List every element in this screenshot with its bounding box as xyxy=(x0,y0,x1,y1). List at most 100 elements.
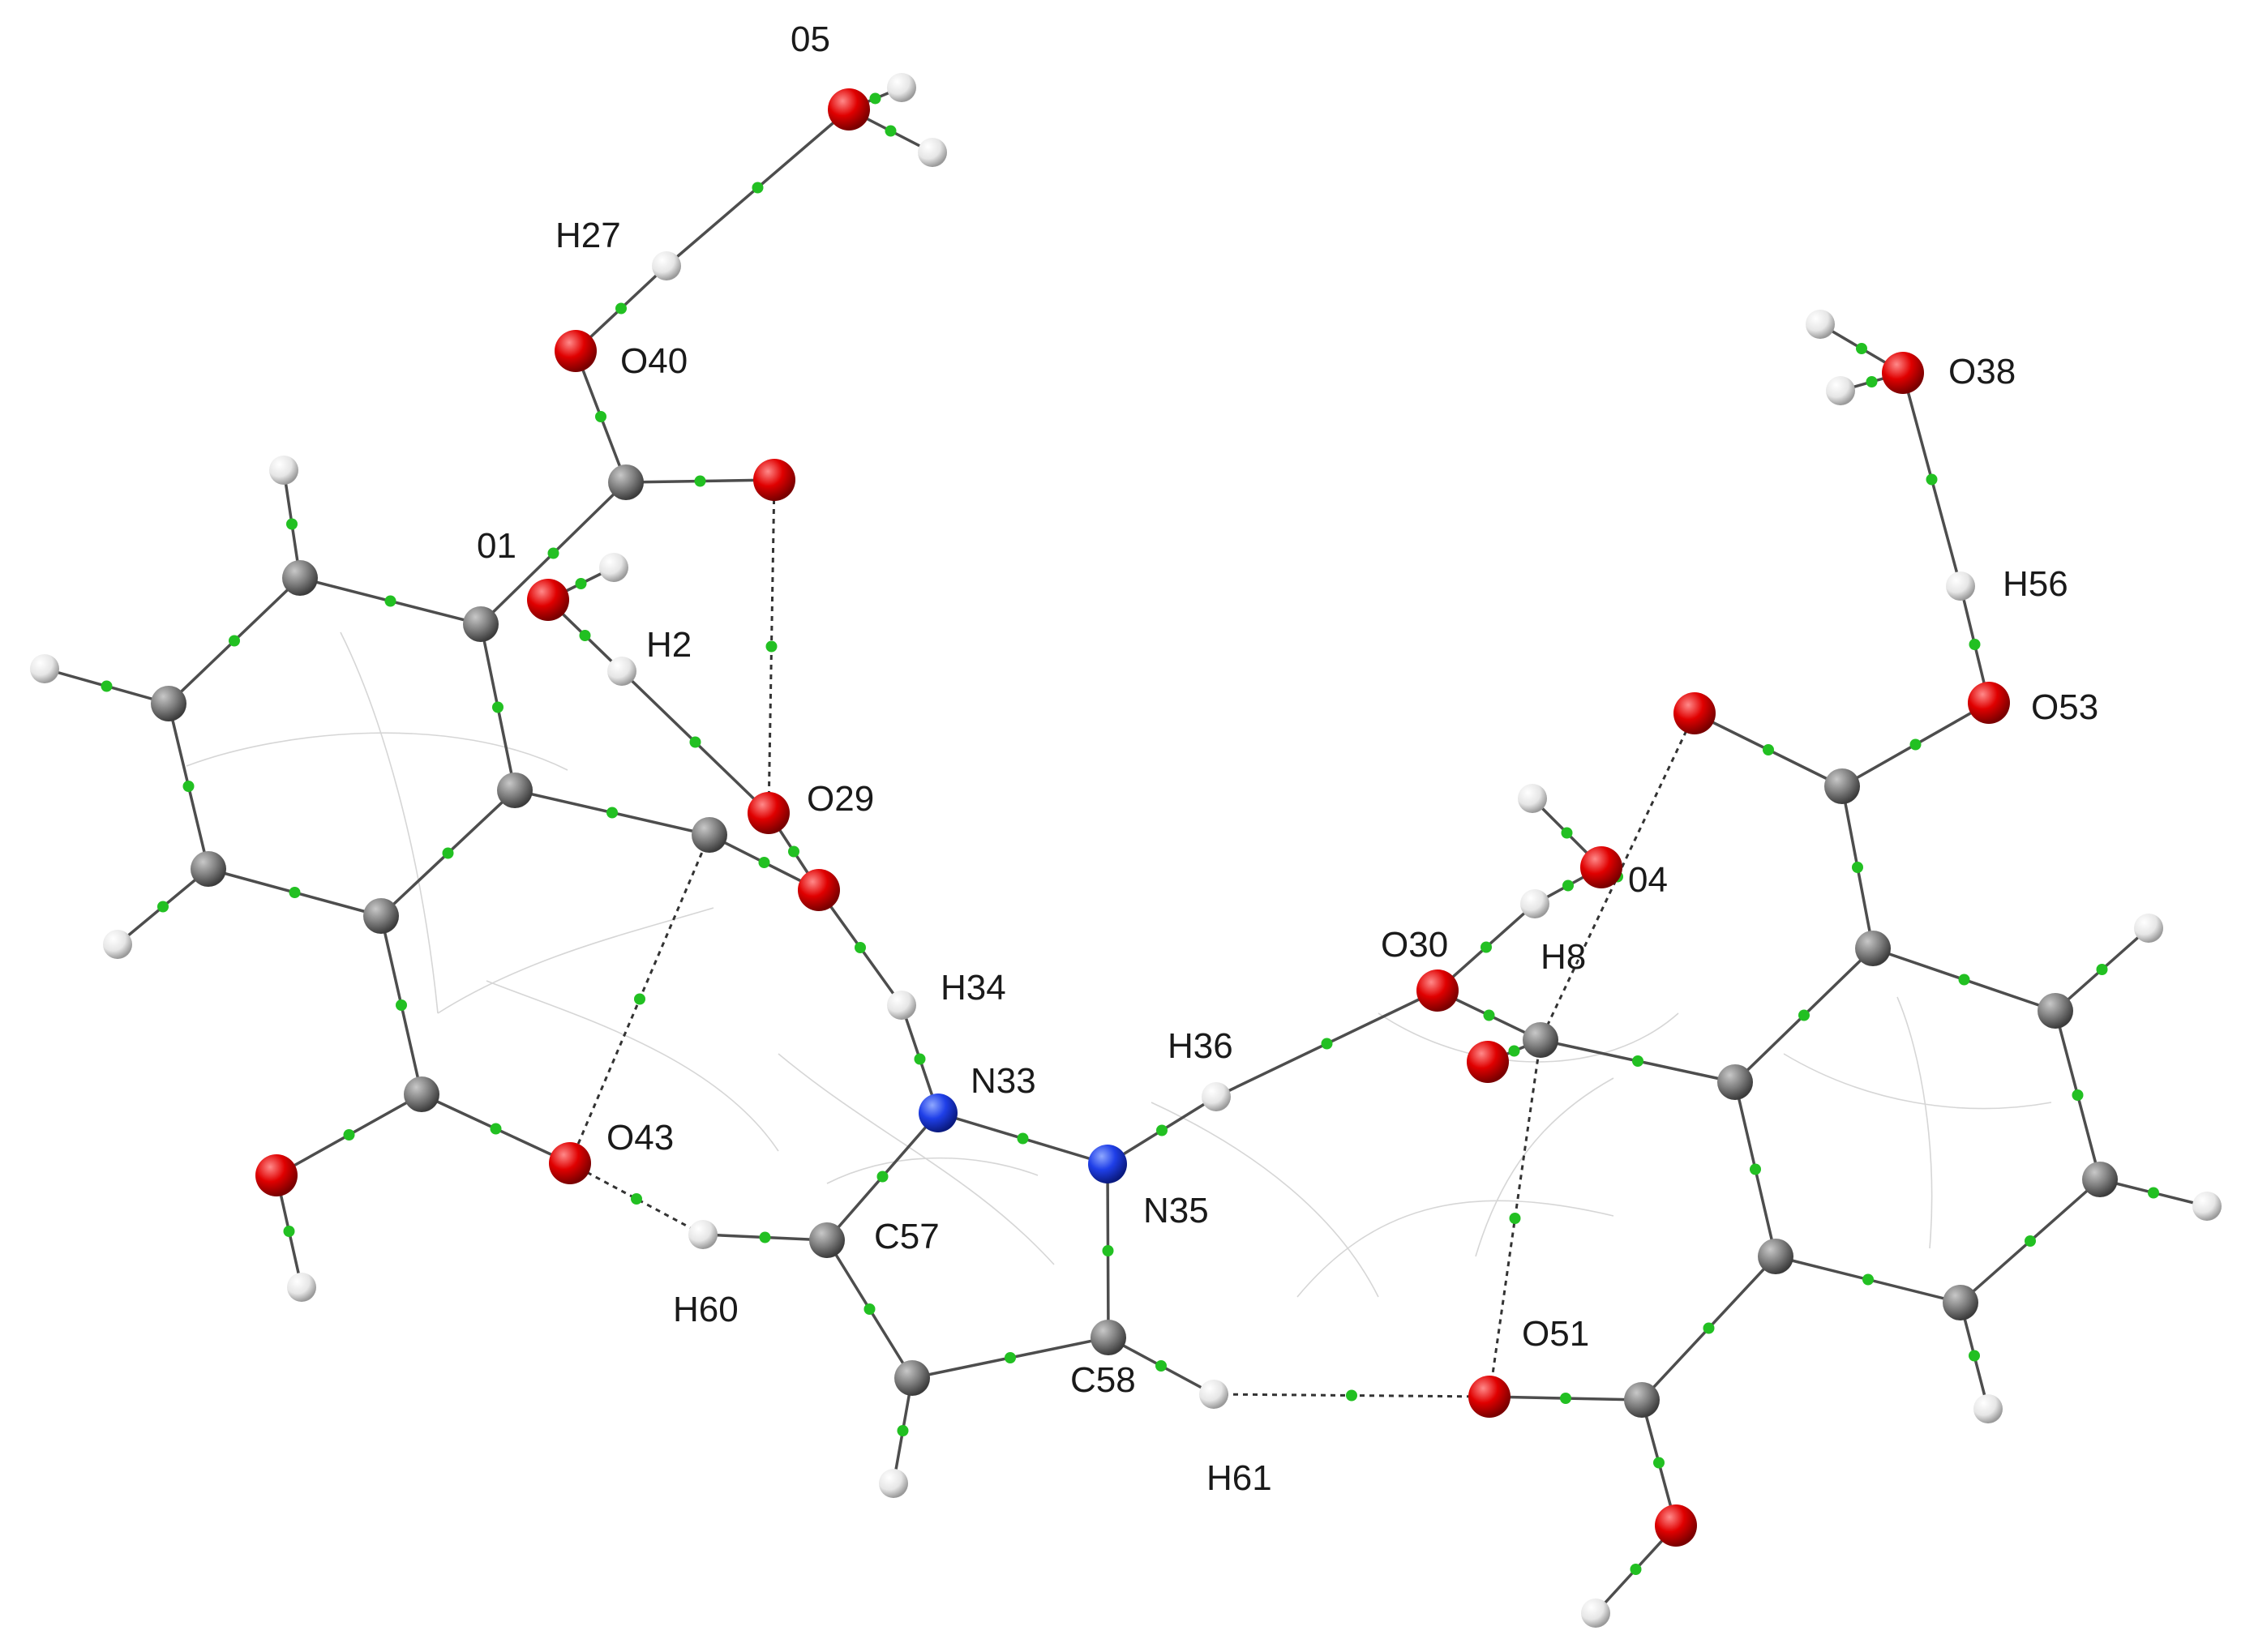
bond-path-line xyxy=(340,631,439,1014)
bond-critical-point xyxy=(283,1226,295,1237)
oxygen-atom xyxy=(753,459,795,501)
hydrogen-atom xyxy=(688,1220,718,1249)
bond-critical-point xyxy=(384,595,396,607)
carbon-atom xyxy=(404,1076,439,1112)
bond-critical-point xyxy=(914,1053,926,1065)
carbon-atom xyxy=(1943,1285,1978,1320)
label-h27: H27 xyxy=(555,216,621,255)
bond-critical-point xyxy=(1862,1273,1874,1286)
oxygen-atom xyxy=(828,88,870,131)
label-o38: O38 xyxy=(1948,352,2016,392)
label-o51: O51 xyxy=(1522,1314,1589,1354)
bond-critical-point xyxy=(286,518,298,530)
bond-critical-point xyxy=(492,701,504,713)
bond-critical-point xyxy=(575,578,587,589)
hydrogen-atom xyxy=(103,930,132,959)
carbon-atom xyxy=(1091,1320,1126,1355)
hydrogen-atom xyxy=(1520,889,1549,918)
hydrogen-atom xyxy=(607,657,636,686)
label-o4: 04 xyxy=(1628,860,1668,900)
oxygen-atom xyxy=(527,579,569,621)
oxygen-atom xyxy=(748,792,790,834)
label-o43: O43 xyxy=(606,1118,674,1158)
carbon-atom xyxy=(1717,1064,1753,1100)
carbon-atom xyxy=(497,773,533,808)
oxygen-atom xyxy=(1468,1376,1511,1418)
bond-critical-point xyxy=(689,736,701,748)
carbon-atom xyxy=(1624,1382,1660,1418)
bond-critical-point xyxy=(759,1231,771,1243)
bond-critical-point xyxy=(579,630,591,641)
carbon-atom xyxy=(2082,1162,2118,1197)
bond-critical-point xyxy=(1926,473,1938,486)
bond-critical-point xyxy=(1321,1038,1333,1050)
hydrogen-atom xyxy=(1581,1599,1610,1628)
bond-critical-point xyxy=(396,999,407,1011)
carbon-atom xyxy=(608,464,644,500)
bond-critical-point xyxy=(863,1303,876,1315)
label-o53: O53 xyxy=(2031,687,2098,727)
bond-critical-point xyxy=(442,847,454,859)
oxygen-atom xyxy=(1673,692,1716,734)
bond-critical-point xyxy=(157,901,169,913)
hydrogen-atom xyxy=(269,456,298,485)
carbon-atom xyxy=(1824,768,1860,804)
label-o40: O40 xyxy=(620,341,688,381)
bond-path-line xyxy=(1896,996,1933,1249)
bond-critical-point xyxy=(1969,639,1981,650)
bond-critical-point xyxy=(634,993,645,1005)
bond-critical-point xyxy=(1560,1393,1571,1404)
bond-critical-point xyxy=(1703,1322,1715,1334)
bond-critical-point xyxy=(2148,1187,2159,1199)
carbon-atom xyxy=(363,898,399,934)
bond-critical-point xyxy=(1763,744,1774,755)
hydrogen-bonds-layer xyxy=(568,479,1696,1398)
bond-paths-layer xyxy=(186,631,2052,1298)
hydrogen-atom xyxy=(599,553,628,582)
bond-critical-point xyxy=(1102,1245,1114,1256)
carbon-atom xyxy=(151,686,186,721)
bond-critical-point xyxy=(606,807,618,819)
bond-critical-point xyxy=(1346,1389,1357,1402)
bond-path-line xyxy=(826,1157,1039,1184)
bond-critical-point xyxy=(289,887,301,898)
label-n33: N33 xyxy=(971,1061,1036,1101)
bond-path-line xyxy=(1296,1200,1614,1298)
bond-critical-point xyxy=(1958,974,1970,986)
oxygen-atom xyxy=(798,869,840,911)
bond-critical-points-layer xyxy=(101,92,2159,1575)
oxygen-atom xyxy=(549,1142,591,1184)
oxygen-atom xyxy=(1580,846,1622,888)
label-h60: H60 xyxy=(673,1290,739,1329)
carbon-atom xyxy=(282,560,318,596)
hydrogen-atom xyxy=(30,654,59,683)
bond-critical-point xyxy=(765,640,778,653)
oxygen-atom xyxy=(1882,352,1924,394)
carbon-atom xyxy=(894,1360,930,1396)
bond-critical-point xyxy=(876,1171,889,1183)
bond-critical-point xyxy=(615,302,627,315)
label-h8: H8 xyxy=(1541,937,1586,977)
hydrogen-atom xyxy=(918,138,947,167)
bond-critical-point xyxy=(1630,1564,1642,1575)
bond-critical-point xyxy=(1481,941,1492,953)
atom-labels-layer: 05 H27 O40 01 H2 O29 H34 N33 O43 C57 N35… xyxy=(477,19,2098,1498)
bond-critical-point xyxy=(2025,1235,2036,1247)
carbon-atom xyxy=(2038,993,2073,1029)
bond-critical-point xyxy=(855,942,866,953)
carbon-atom xyxy=(1523,1022,1558,1058)
bond-critical-point xyxy=(1653,1457,1665,1469)
bond-path-line xyxy=(1151,1102,1379,1298)
bond-critical-point xyxy=(547,547,559,559)
label-o30: O30 xyxy=(1381,925,1448,965)
label-h36: H36 xyxy=(1168,1026,1233,1066)
bond-critical-point xyxy=(1508,1045,1520,1057)
label-h34: H34 xyxy=(941,968,1006,1008)
hydrogen-atom xyxy=(287,1273,316,1302)
bond-critical-point xyxy=(758,857,770,868)
bond-critical-point xyxy=(694,475,706,487)
bond-critical-point xyxy=(229,635,240,647)
bond-critical-point xyxy=(182,781,195,792)
